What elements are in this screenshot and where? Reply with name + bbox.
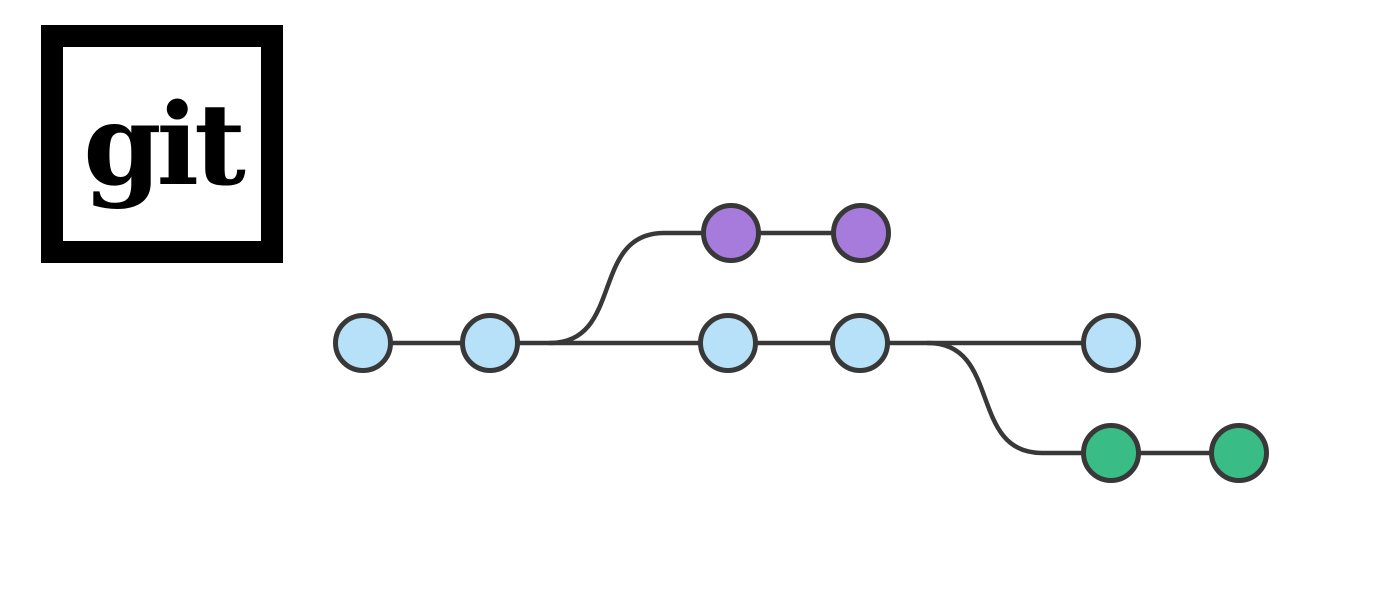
commit-node-feature-top-2 xyxy=(831,203,891,263)
commit-node-main-5 xyxy=(1081,313,1141,373)
edge-branch-up-curve xyxy=(547,230,734,346)
commit-node-main-3 xyxy=(698,313,758,373)
git-logo: git xyxy=(41,25,283,263)
commit-node-feature-top-1 xyxy=(701,203,761,263)
commit-node-main-2 xyxy=(460,313,520,373)
commit-node-main-4 xyxy=(830,313,890,373)
commit-node-feature-bottom-2 xyxy=(1209,423,1269,483)
git-logo-text: git xyxy=(83,80,246,211)
commit-node-main-1 xyxy=(333,313,393,373)
edge-branch-down-curve xyxy=(925,340,1114,456)
commit-node-feature-bottom-1 xyxy=(1081,423,1141,483)
